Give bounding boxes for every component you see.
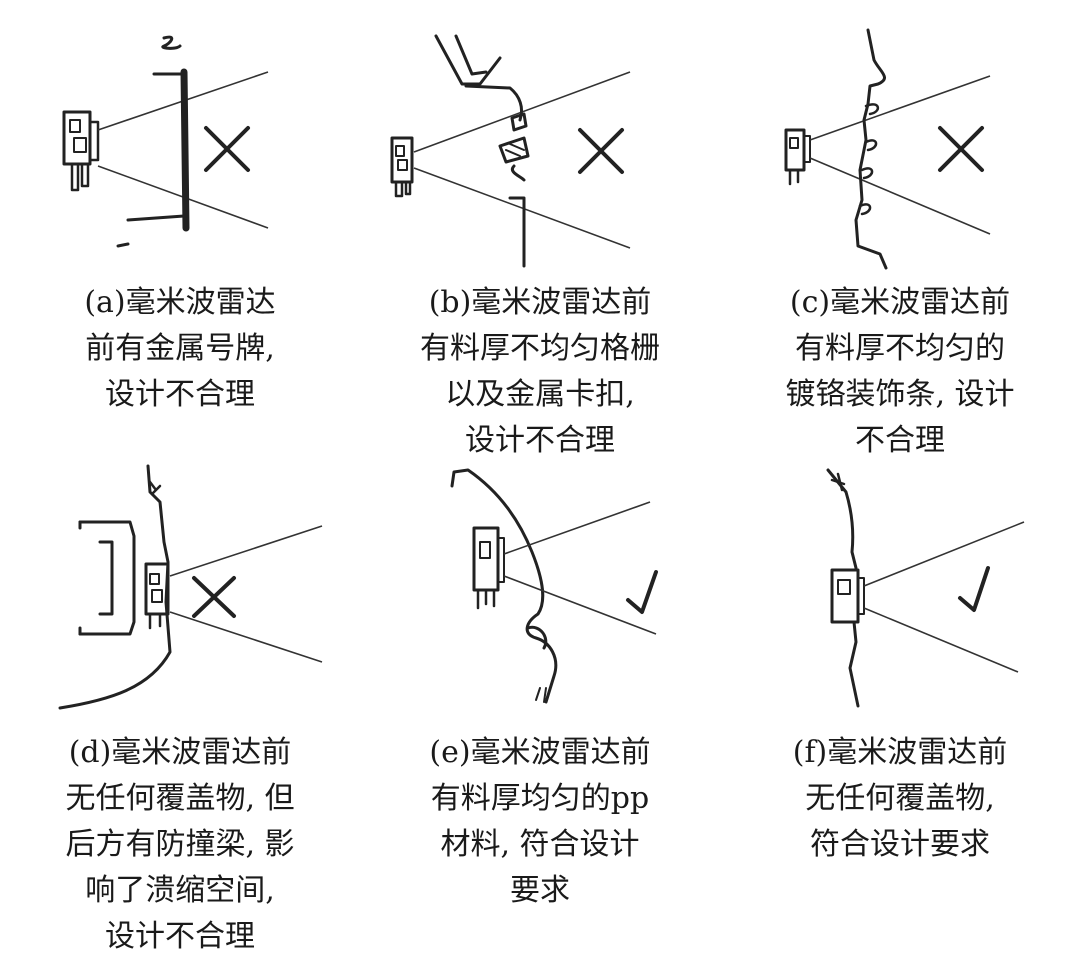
panel-c: (c)毫米波雷达前 有料厚不均匀的 镀铬装饰条, 设计 不合理 <box>720 0 1080 470</box>
radar-beam-lower <box>863 607 1019 673</box>
caption-line: (c)毫米波雷达前 <box>789 285 1011 320</box>
caption-line: 不合理 <box>855 423 945 458</box>
caption-line: 有料厚不均匀的 <box>795 331 1005 366</box>
caption-line: 要求 <box>510 873 570 908</box>
caption-f: (f)毫米波雷达前 无任何覆盖物, 符合设计要求 <box>720 730 1080 868</box>
radar-beam-upper <box>169 525 323 577</box>
panel-a: (a)毫米波雷达 前有金属号牌, 设计不合理 <box>0 0 360 470</box>
radar-sensor-icon <box>472 526 505 610</box>
caption-b: (b)毫米波雷达前 有料厚不均匀格栅 以及金属卡扣, 设计不合理 <box>360 280 720 464</box>
radar-beam-lower <box>503 575 657 635</box>
cross-mark-icon <box>192 576 236 618</box>
caption-e: (e)毫米波雷达前 有料厚均匀的pp 材料, 符合设计 要求 <box>360 730 720 914</box>
panel-d: (d)毫米波雷达前 无任何覆盖物, 但 后方有防撞梁, 影 响了溃缩空间, 设计… <box>0 462 360 954</box>
panel-f: (f)毫米波雷达前 无任何覆盖物, 符合设计要求 <box>720 462 1080 953</box>
radar-sensor-icon <box>830 568 865 624</box>
caption-c: (c)毫米波雷达前 有料厚不均匀的 镀铬装饰条, 设计 不合理 <box>720 280 1080 464</box>
cross-mark-icon <box>938 126 984 172</box>
check-mark-icon <box>958 566 990 612</box>
radar-sensor-icon <box>390 136 414 198</box>
diagram-a <box>62 35 269 248</box>
caption-line: 有料厚均匀的pp <box>430 781 650 816</box>
caption-line: (b)毫米波雷达前 <box>428 285 652 320</box>
caption-line: 无任何覆盖物, 但 <box>65 781 295 816</box>
caption-a: (a)毫米波雷达 前有金属号牌, 设计不合理 <box>0 280 360 418</box>
caption-line: 设计不合理 <box>105 919 255 954</box>
bumper-fascia <box>58 464 172 710</box>
bumper-fascia <box>826 468 860 708</box>
grille-with-metal-clip <box>434 34 530 268</box>
cross-mark-icon <box>204 126 250 172</box>
caption-line: 响了溃缩空间, <box>85 873 275 908</box>
panel-b: (b)毫米波雷达前 有料厚不均匀格栅 以及金属卡扣, 设计不合理 <box>360 0 720 470</box>
diagram-c <box>784 28 991 270</box>
radar-beam-upper <box>809 75 991 141</box>
radar-sensor-icon <box>144 562 170 630</box>
caption-line: 以及金属卡扣, <box>445 377 635 412</box>
diagram-d <box>58 464 323 710</box>
caption-line: 设计不合理 <box>465 423 615 458</box>
caption-line: (d)毫米波雷达前 <box>68 735 292 770</box>
cross-mark-icon <box>578 128 624 174</box>
panel-e: (e)毫米波雷达前 有料厚均匀的pp 材料, 符合设计 要求 <box>360 462 720 953</box>
caption-line: 符合设计要求 <box>810 827 990 862</box>
diagram-e <box>450 468 658 704</box>
diagram-b <box>390 34 631 268</box>
caption-line: 材料, 符合设计 <box>440 827 640 862</box>
caption-line: 无任何覆盖物, <box>805 781 995 816</box>
radar-sensor-icon <box>784 128 811 186</box>
check-mark-icon <box>626 570 658 614</box>
radar-beam-lower <box>413 167 631 249</box>
caption-line: 后方有防撞梁, 影 <box>65 827 295 862</box>
radar-beam-upper <box>503 501 651 555</box>
caption-line: (f)毫米波雷达前 <box>792 735 1008 770</box>
radar-sensor-icon <box>62 110 100 192</box>
bumper-beam <box>78 520 136 636</box>
pp-bumper-cover <box>450 468 558 704</box>
caption-d: (d)毫米波雷达前 无任何覆盖物, 但 后方有防撞梁, 影 响了溃缩空间, 设计… <box>0 730 360 960</box>
caption-line: 有料厚不均匀格栅 <box>420 331 660 366</box>
caption-line: 前有金属号牌, <box>85 331 275 366</box>
diagram-f <box>826 468 1025 708</box>
radar-beam-upper <box>863 521 1025 587</box>
metal-license-plate <box>116 35 190 248</box>
caption-line: (a)毫米波雷达 <box>84 285 276 320</box>
caption-line: 镀铬装饰条, 设计 <box>785 377 1015 412</box>
caption-line: 设计不合理 <box>105 377 255 412</box>
radar-beam-lower <box>169 611 323 663</box>
caption-line: (e)毫米波雷达前 <box>429 735 651 770</box>
radar-beam-lower <box>809 157 991 235</box>
chrome-trim-strip <box>854 28 888 270</box>
